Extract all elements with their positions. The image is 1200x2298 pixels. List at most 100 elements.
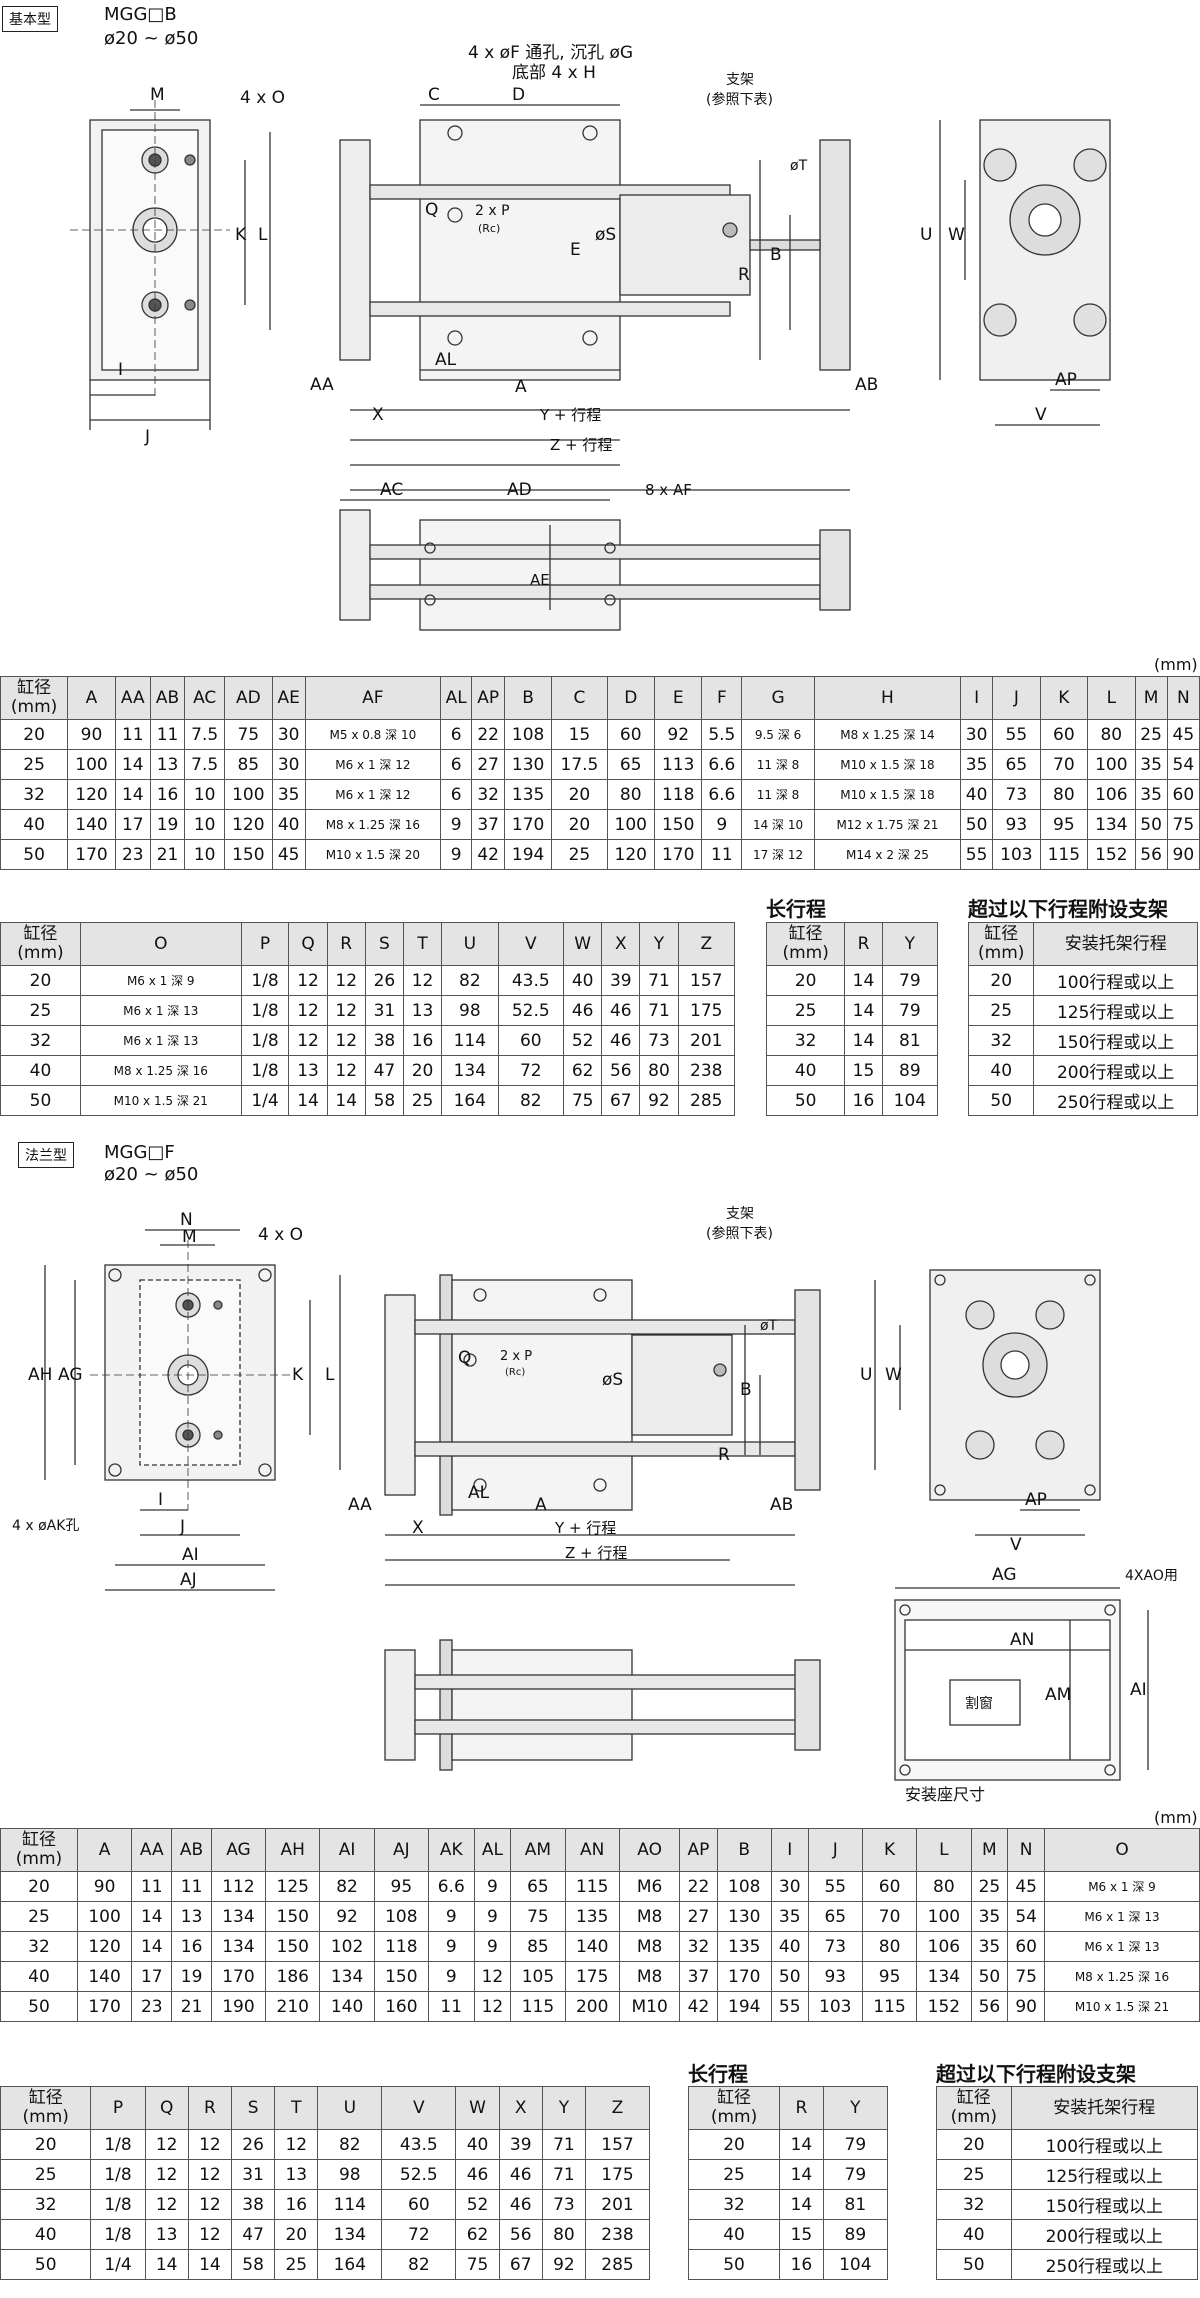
- table-cell: 170: [76, 1991, 133, 2022]
- table-header-cell: V: [497, 922, 565, 966]
- table-cell: 10: [184, 839, 226, 870]
- table-cell: M10 x 1.5 深 21: [79, 1085, 242, 1116]
- table-header-cell: V: [381, 2086, 457, 2130]
- flange-unit: (mm): [1154, 1808, 1198, 1827]
- table-cell: 157: [585, 2129, 650, 2160]
- table-header-cell: H: [813, 676, 962, 720]
- label-AD: AD: [507, 480, 532, 500]
- label-AB: AB: [855, 375, 878, 395]
- table-header-cell: D: [606, 676, 655, 720]
- table-header-cell: AM: [510, 1828, 566, 1872]
- table-cell: 1/8: [240, 1055, 290, 1086]
- table-header-cell: AP: [471, 676, 505, 720]
- table-cell: 50: [1134, 809, 1168, 840]
- table-cell: 14: [288, 1085, 328, 1116]
- table-cell: 75: [455, 2249, 500, 2280]
- table-cell: 73: [541, 2189, 587, 2220]
- table-cell: 125行程或以上: [1033, 995, 1198, 1026]
- table-cell: 113: [653, 749, 703, 780]
- label-I: I: [118, 360, 123, 380]
- table-cell: 201: [677, 1025, 736, 1056]
- table-cell: 39: [498, 2129, 543, 2160]
- table-cell: M10 x 1.5 深 18: [813, 749, 962, 780]
- table-cell: 120: [606, 839, 655, 870]
- table-cell: 82: [319, 1871, 375, 1902]
- table-cell: 150: [265, 1901, 321, 1932]
- table-cell: 27: [679, 1901, 718, 1932]
- table-header-cell: G: [741, 676, 815, 720]
- table-cell: 32: [765, 1025, 846, 1056]
- table-cell: 73: [807, 1931, 863, 1962]
- table-header-cell: A: [67, 676, 116, 720]
- table-cell: 40: [960, 779, 994, 810]
- table-header-cell: AL: [440, 676, 473, 720]
- table-cell: 16: [779, 2249, 824, 2280]
- table-cell: 40: [271, 809, 306, 840]
- table-cell: 103: [807, 1991, 863, 2022]
- table-cell: 26: [230, 2129, 276, 2160]
- table-cell: 65: [992, 749, 1041, 780]
- table-header-cell: K: [1039, 676, 1089, 720]
- table-cell: M6 x 1 深 9: [79, 965, 242, 996]
- table-cell: 35: [1134, 749, 1168, 780]
- table-cell: 115: [564, 1871, 620, 1902]
- table-cell: 285: [677, 1085, 736, 1116]
- table-cell: 40: [765, 1055, 846, 1086]
- table-cell: 9: [427, 1961, 475, 1992]
- table-cell: 20: [936, 2129, 1012, 2160]
- table-cell: 55: [807, 1871, 863, 1902]
- table-cell: 19: [171, 1961, 212, 1992]
- table-header-cell: P: [240, 922, 290, 966]
- table-cell: 1/8: [90, 2189, 146, 2220]
- table-cell: 134: [319, 1961, 375, 1992]
- table-cell: 40: [770, 1931, 809, 1962]
- label-E: E: [570, 240, 581, 260]
- table-cell: 25: [0, 1901, 78, 1932]
- table-cell: 71: [639, 995, 679, 1026]
- table-cell: 25: [967, 995, 1035, 1026]
- table-cell: 150: [653, 809, 703, 840]
- table-cell: 1/8: [90, 2219, 146, 2250]
- table-cell: 125: [265, 1871, 321, 1902]
- table-header-cell: I: [770, 1828, 809, 1872]
- table-cell: 50: [0, 1085, 81, 1116]
- flange-label-mount-size: 安装座尺寸: [905, 1785, 985, 1804]
- table-cell: 114: [317, 2189, 383, 2220]
- table-header-cell: J: [807, 1828, 863, 1872]
- flange-label-AG-plate: AG: [992, 1565, 1017, 1585]
- table-cell: 23: [114, 839, 151, 870]
- table-cell: 157: [677, 965, 736, 996]
- label-W: W: [948, 225, 965, 245]
- table-cell: 98: [441, 995, 499, 1026]
- basic-model-name: MGG□B: [104, 4, 177, 25]
- label-C: C: [428, 85, 440, 105]
- label-S: øS: [595, 225, 616, 245]
- table-cell: M10: [618, 1991, 681, 2022]
- table-cell: 16: [149, 779, 186, 810]
- table-header-cell: AA: [114, 676, 151, 720]
- table-cell: 75: [510, 1901, 566, 1932]
- table-cell: 82: [441, 965, 499, 996]
- label-Z-stroke: Z + 行程: [550, 436, 612, 454]
- table-cell: 118: [373, 1931, 429, 1962]
- table-cell: M6: [618, 1871, 681, 1902]
- table-cell: 130: [503, 749, 553, 780]
- table-cell: 25: [970, 1871, 1009, 1902]
- table-cell: 40: [0, 2219, 92, 2250]
- table-cell: 194: [716, 1991, 772, 2022]
- label-AF: 8 x AF: [645, 481, 692, 499]
- table-cell: 20: [687, 2129, 781, 2160]
- flange-label-U: U: [860, 1365, 872, 1385]
- table-cell: 46: [601, 995, 641, 1026]
